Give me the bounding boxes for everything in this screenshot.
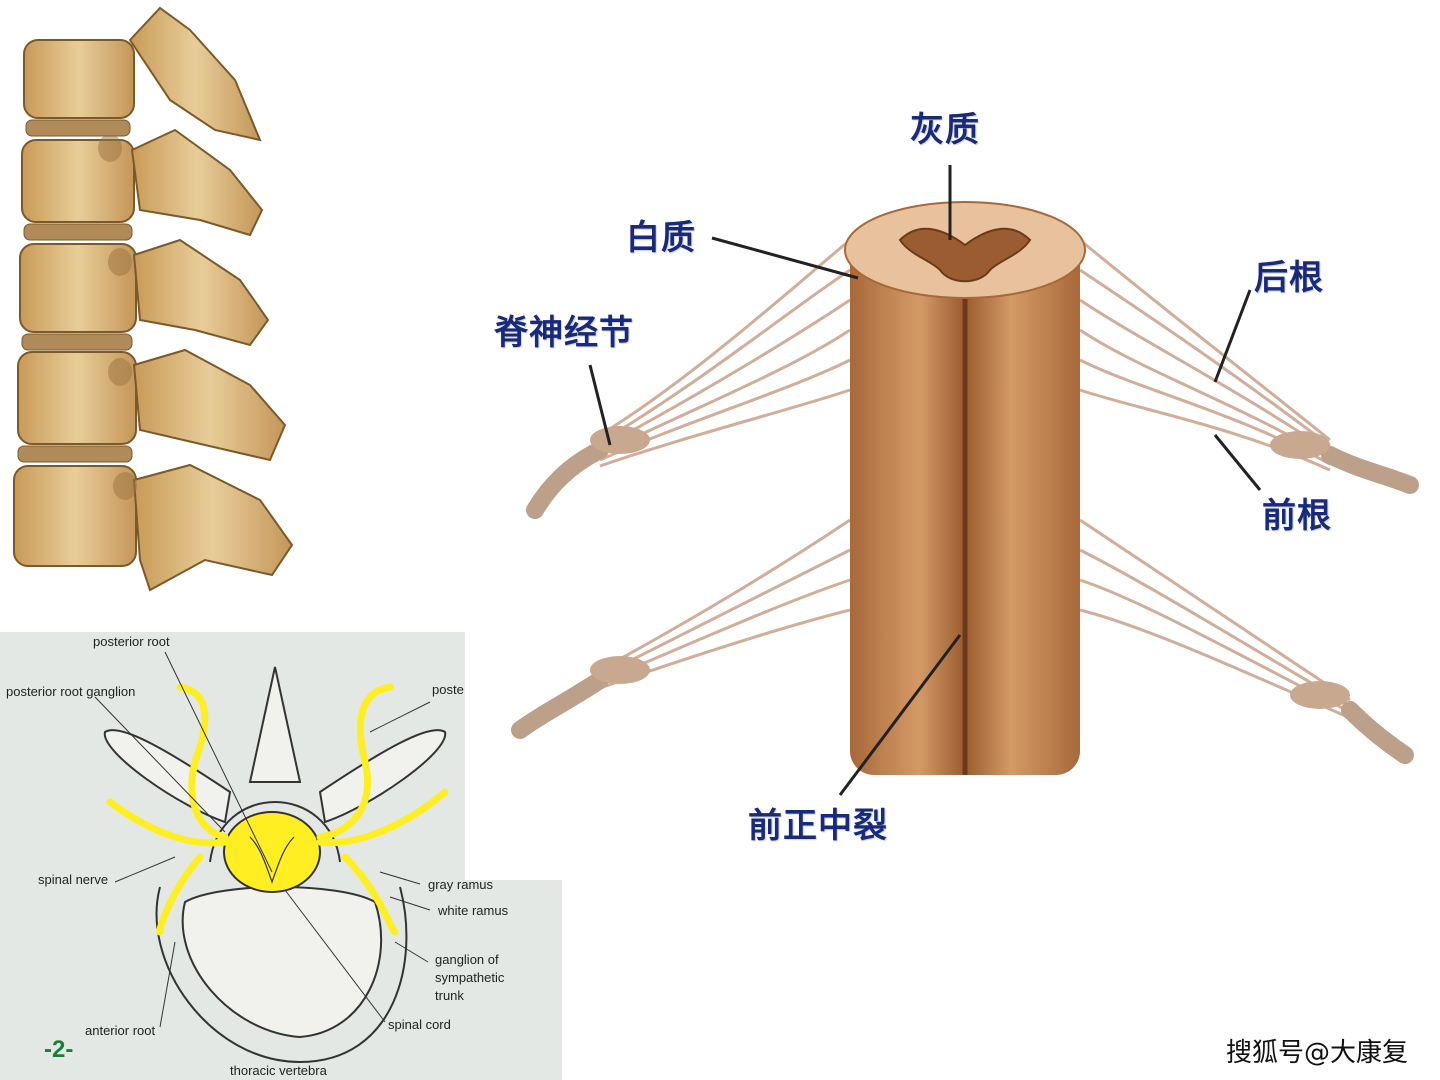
posterior-root-right (316, 683, 394, 841)
spinal-nerve-upper-left (526, 441, 609, 519)
label-gray-matter: 灰质 (910, 110, 980, 150)
spinal-nerve-right (316, 788, 449, 847)
intervertebral-disc-3 (21, 333, 133, 351)
spinal-ganglion-upper-right (1270, 431, 1330, 459)
intervertebral-disc-1 (25, 119, 131, 137)
spinous-process-4 (132, 348, 287, 462)
label-thoracic-vertebra: thoracic vertebra (230, 1063, 327, 1078)
spinal-cord-illustration: 灰质 白质 后根 脊神经节 前根 前正中裂 (490, 90, 1440, 860)
vertebral-body-3 (19, 243, 137, 333)
vertebral-column-illustration (0, 0, 300, 615)
vertebral-column-drawing (13, 6, 294, 592)
label-spinal-cord: spinal cord (388, 1017, 451, 1032)
spinous-process-5 (132, 463, 294, 592)
label-posterior-ramus-partial: poste (432, 682, 464, 697)
page-number: -2- (44, 1036, 74, 1063)
cord-cross-section-gray-matter (898, 227, 1032, 283)
spinal-ganglion-lower-left (590, 656, 650, 684)
label-posterior-root-ganglion: posterior root ganglion (6, 684, 136, 699)
spinous-process-1 (128, 6, 262, 142)
spinous-process-3 (132, 238, 270, 347)
spinous-process-2 (130, 128, 264, 237)
label-anterior-root: 前根 (1262, 496, 1332, 536)
spinous-process-outline (248, 666, 302, 783)
label-anterior-root: anterior root (85, 1023, 156, 1038)
label-ganglion-line1: ganglion of (435, 952, 499, 967)
thoracic-section-illustration: posterior root posterior root ganglion p… (0, 632, 562, 1080)
label-anterior-median-fissure: 前正中裂 (748, 806, 888, 846)
vertebral-body-1 (23, 39, 135, 119)
thoracic-section-drawing (0, 632, 562, 1080)
posterior-root-left (176, 683, 229, 841)
vertebral-body-4 (17, 351, 137, 445)
spinal-nerve-lower-right (1341, 701, 1414, 764)
label-posterior-root: posterior root (93, 634, 170, 649)
label-posterior-root: 后根 (1254, 258, 1324, 298)
anterior-ramus-right (341, 853, 399, 936)
label-ganglion-line3: trunk (435, 988, 464, 1003)
label-white-matter: 白质 (626, 218, 696, 258)
spinal-cord-section (223, 811, 321, 893)
spinal-nerve-lower-left (511, 671, 609, 739)
spinal-ganglion-lower-right (1290, 681, 1350, 709)
label-ganglion-line2: sympathetic (435, 970, 505, 985)
label-gray-ramus: gray ramus (428, 877, 494, 892)
spinal-cord-drawing (511, 165, 1419, 796)
spinal-nerve-left (106, 798, 229, 847)
intervertebral-disc-2 (23, 223, 133, 241)
spinal-ganglion-upper-left (590, 426, 650, 454)
label-white-ramus: white ramus (438, 903, 509, 918)
anterior-ramus-left (156, 853, 204, 936)
watermark: 搜狐号@大康复 (1225, 1038, 1408, 1068)
label-spinal-ganglion: 脊神经节 (494, 313, 634, 353)
spinal-nerve-upper-right (1321, 446, 1419, 494)
label-spinal-nerve: spinal nerve (38, 872, 109, 887)
transverse-process-left (103, 729, 232, 824)
intervertebral-disc-4 (17, 445, 133, 463)
